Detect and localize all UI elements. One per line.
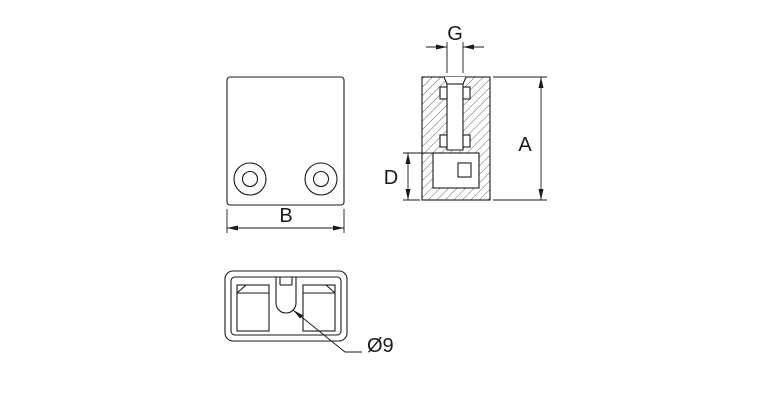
dimension-b: B [226,205,345,233]
dimension-d: D [384,152,446,201]
section-cavity-insert [457,162,472,178]
diameter-label: Ø9 [367,335,394,357]
bottom-center-hole [275,277,297,314]
arrowhead [227,225,238,231]
section-view [421,76,491,201]
front-hole-left-inner [241,170,259,188]
arrowhead [405,189,411,200]
bottom-outline [224,270,348,342]
bottom-view [224,270,348,342]
dimension-b-label: B [279,205,292,227]
front-hole-right-outer [304,162,338,196]
front-view [226,76,345,206]
arrowhead [538,77,544,88]
bottom-slot-left [236,284,270,332]
bottom-slot-right-chamfer [325,284,336,294]
section-notch [462,86,471,100]
bottom-slot-left-chamfer [236,284,247,294]
bottom-slot-right [302,284,336,332]
section-cavity [432,152,480,189]
section-notch [439,86,448,100]
dimension-g-label: G [447,23,463,45]
arrowhead [538,189,544,200]
dimension-g: G [426,23,484,73]
section-slot [443,76,467,151]
leader-arrowhead [293,310,303,319]
dimension-d-label: D [384,167,398,189]
section-notch [439,134,448,148]
leader-diameter: Ø9 [292,309,394,357]
dimension-a: A [493,76,547,201]
leader-line [292,309,362,353]
front-view-outline [226,76,345,206]
front-hole-right-inner [312,170,330,188]
front-hole-left-outer [233,162,267,196]
bottom-inner-outline [230,276,342,336]
section-notch [462,134,471,148]
arrowhead [463,44,474,50]
arrowhead [333,225,344,231]
arrowhead [405,153,411,164]
arrowhead [436,44,447,50]
dimension-a-label: A [518,134,532,156]
